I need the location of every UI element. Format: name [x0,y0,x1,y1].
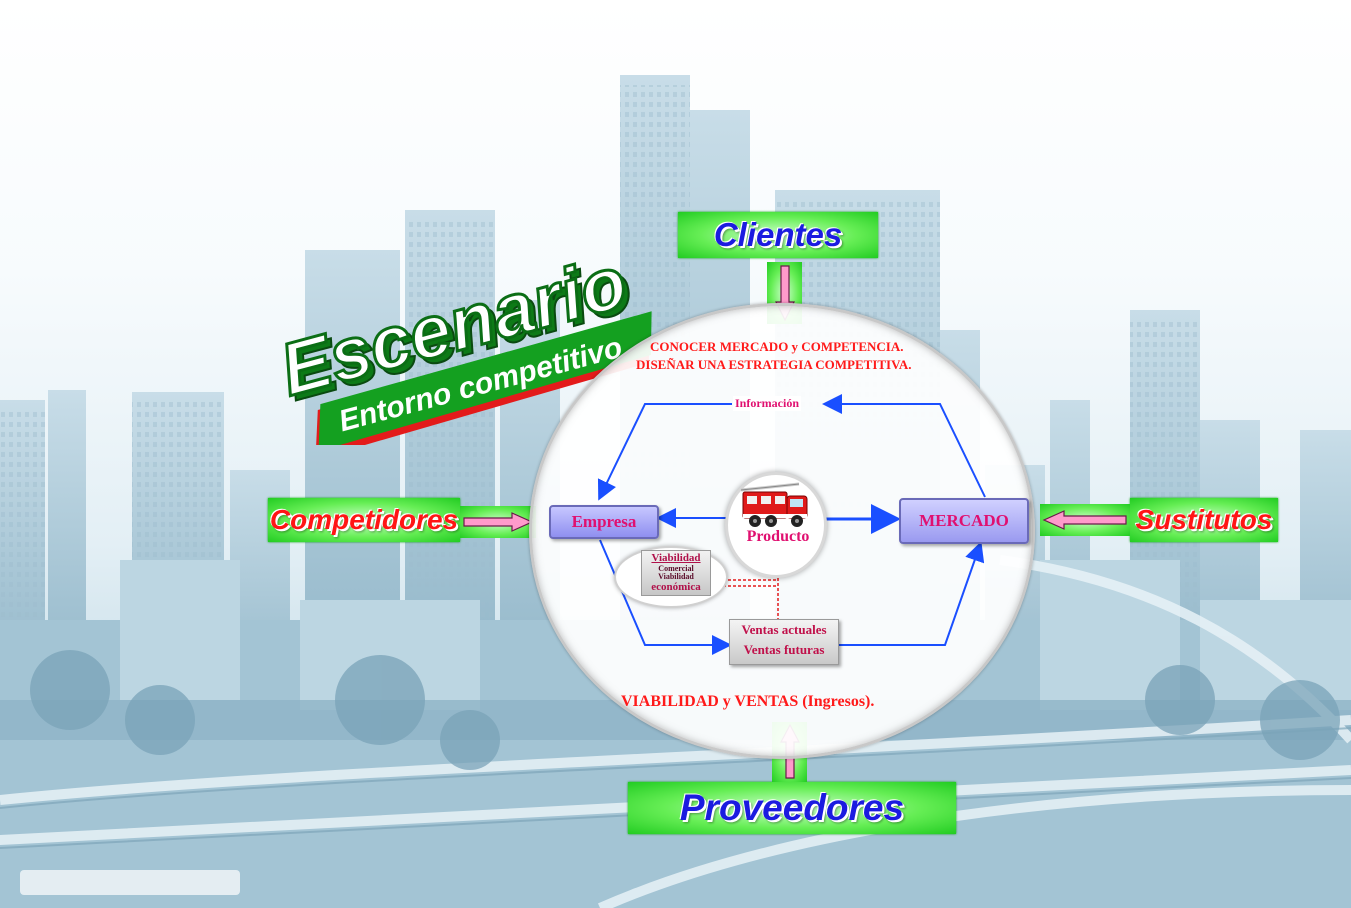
ventas-box: Ventas actuales Ventas futuras [729,619,839,665]
competidores-arrow-box [460,506,536,538]
ventas-futuras-label: Ventas futuras [743,642,825,657]
proveedores-box: Proveedores [628,782,956,834]
sustitutos-box: Sustitutos [1130,498,1278,542]
fire-truck-icon [740,482,808,527]
headline-disenar: DISEÑAR UNA ESTRATEGIA COMPETITIVA. [636,357,912,372]
arrow-right-icon [463,512,534,532]
proveedores-label: Proveedores [679,787,905,828]
competidores-label: Competidores [269,504,459,535]
viabilidad-label-1: Viabilidad [651,552,701,564]
clientes-box: Clientes [678,212,878,258]
informacion-label: Información [733,396,801,411]
footer-viabilidad-ventas: VIABILIDAD y VENTAS (Ingresos). [621,693,875,710]
clientes-label: Clientes [713,216,843,253]
escenario-logo: Escenario Escenario Entorno competitivo [270,238,652,445]
sustitutos-label: Sustitutos [1135,504,1273,535]
viabilidad-box: Viabilidad Comercial Viabilidad económic… [641,550,711,596]
sustitutos-arrow-box [1040,504,1130,536]
mercado-label: MERCADO [919,511,1009,530]
ventas-actuales-label: Ventas actuales [741,622,827,637]
arrow-left-icon [1042,510,1127,530]
empresa-node: Empresa [549,505,659,539]
producto-label: Producto [746,528,810,545]
empresa-label: Empresa [571,512,637,531]
mercado-node: MERCADO [899,498,1029,544]
viabilidad-label-2: Comercial [658,564,694,573]
headline-conocer: CONOCER MERCADO y COMPETENCIA. [650,339,904,354]
competidores-box: Competidores [268,498,460,542]
viabilidad-label-3: Viabilidad [658,572,694,581]
viabilidad-label-4: económica [651,581,701,593]
